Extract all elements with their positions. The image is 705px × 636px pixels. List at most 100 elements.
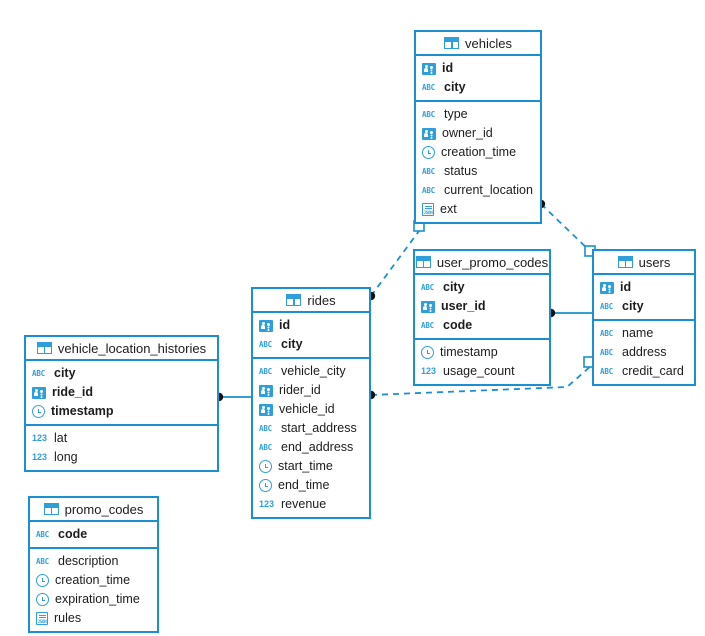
- table-icon: [617, 256, 633, 268]
- column-row[interactable]: rules: [30, 609, 157, 628]
- clock-icon: [421, 346, 434, 359]
- primary-key-row[interactable]: ride_id: [26, 383, 217, 402]
- id-icon: [421, 300, 435, 313]
- column-row[interactable]: rider_id: [253, 381, 369, 400]
- column-row[interactable]: expiration_time: [30, 590, 157, 609]
- table-header-users[interactable]: users: [594, 251, 694, 275]
- id-icon: [32, 386, 46, 399]
- id-icon: [259, 403, 273, 416]
- primary-key-row[interactable]: user_id: [415, 297, 549, 316]
- primary-key-row[interactable]: ABC city: [415, 278, 549, 297]
- field-name: city: [281, 337, 303, 352]
- primary-key-row[interactable]: id: [416, 59, 540, 78]
- field-name: code: [58, 527, 88, 542]
- id-icon: [259, 319, 273, 332]
- id-icon: [259, 384, 273, 397]
- field-name: rules: [54, 611, 82, 626]
- id-icon: [422, 127, 436, 140]
- json-icon: [36, 612, 48, 625]
- primary-key-row[interactable]: id: [253, 316, 369, 335]
- field-name: description: [58, 554, 119, 569]
- table-title: rides: [307, 292, 336, 308]
- column-row[interactable]: creation_time: [416, 143, 540, 162]
- field-name: ride_id: [52, 385, 93, 400]
- clock-icon: [36, 593, 49, 606]
- field-name: timestamp: [51, 404, 114, 419]
- column-row[interactable]: start_time: [253, 457, 369, 476]
- columns-section-promo_codes: ABC description creation_time expiration_ti…: [30, 549, 157, 631]
- table-header-user_promo_codes[interactable]: user_promo_codes: [415, 251, 549, 275]
- field-name: id: [279, 318, 291, 333]
- field-name: ext: [440, 202, 457, 217]
- field-name: creation_time: [441, 145, 517, 160]
- column-row[interactable]: ext: [416, 200, 540, 219]
- column-row[interactable]: vehicle_id: [253, 400, 369, 419]
- field-name: id: [620, 280, 632, 295]
- column-row[interactable]: creation_time: [30, 571, 157, 590]
- table-title: vehicle_location_histories: [57, 340, 207, 356]
- field-name: owner_id: [442, 126, 493, 141]
- field-name: id: [442, 61, 454, 76]
- table-icon: [415, 256, 431, 268]
- table-header-rides[interactable]: rides: [253, 289, 369, 313]
- table-header-promo_codes[interactable]: promo_codes: [30, 498, 157, 522]
- table-header-vehicles[interactable]: vehicles: [416, 32, 540, 56]
- abc-icon: ABC: [421, 283, 434, 292]
- field-name: start_time: [278, 459, 333, 474]
- column-row[interactable]: ABC description: [30, 552, 157, 571]
- field-name: user_id: [441, 299, 486, 314]
- relationship-vehicles-users: [536, 199, 596, 257]
- clock-icon: [259, 460, 272, 473]
- primary-key-row[interactable]: timestamp: [26, 402, 217, 421]
- field-name: usage_count: [443, 364, 515, 379]
- field-name: revenue: [281, 497, 327, 512]
- column-row[interactable]: end_time: [253, 476, 369, 495]
- field-name: current_location: [444, 183, 533, 198]
- column-row[interactable]: owner_id: [416, 124, 540, 143]
- column-row[interactable]: timestamp: [415, 343, 549, 362]
- field-name: end_address: [281, 440, 354, 455]
- field-name: vehicle_id: [279, 402, 335, 417]
- abc-icon: ABC: [36, 557, 49, 566]
- abc-icon: ABC: [32, 369, 45, 378]
- primary-key-row[interactable]: id: [594, 278, 694, 297]
- field-name: city: [443, 280, 465, 295]
- json-icon: [422, 203, 434, 216]
- field-name: long: [54, 450, 78, 465]
- table-header-vehicle_location_histories[interactable]: vehicle_location_histories: [26, 337, 217, 361]
- clock-icon: [422, 146, 435, 159]
- relationship-upc-users: [546, 308, 592, 318]
- field-name: expiration_time: [55, 592, 140, 607]
